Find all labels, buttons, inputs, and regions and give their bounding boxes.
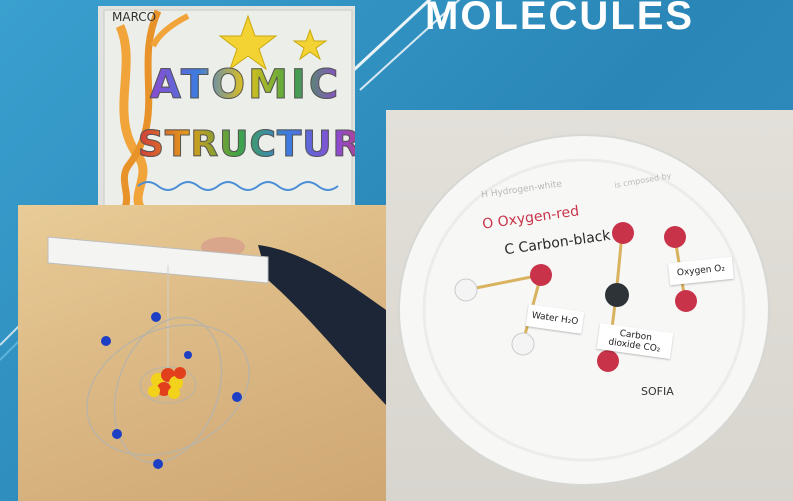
plate-drawing bbox=[398, 134, 770, 486]
carbon-ball bbox=[605, 283, 629, 307]
oxygen-ball bbox=[597, 350, 619, 372]
nucleus-particle bbox=[168, 387, 180, 399]
nucleus-particle bbox=[157, 382, 171, 396]
oxygen-ball bbox=[612, 222, 634, 244]
hydrogen-ball bbox=[454, 278, 478, 302]
notebook-drawing bbox=[98, 6, 355, 211]
star-big-icon bbox=[218, 14, 278, 71]
electron bbox=[101, 336, 111, 346]
slide-title: MOLECULES bbox=[425, 0, 695, 38]
signature: SOFIA bbox=[641, 385, 674, 398]
nucleus-particle bbox=[174, 367, 186, 379]
notebook-cover-photo: MARCO ATOMIC STRUCTURE bbox=[98, 6, 355, 211]
molecule-plate-photo: H Hydrogen-white is cmposed by O Oxygen-… bbox=[386, 110, 793, 501]
nucleus-particle bbox=[148, 385, 160, 397]
electron bbox=[151, 312, 161, 322]
notebook-title-line2: STRUCTURE bbox=[138, 124, 355, 166]
notebook-title-line1: ATOMIC bbox=[149, 62, 342, 109]
electron bbox=[112, 429, 122, 439]
notebook-author: MARCO bbox=[112, 10, 157, 24]
electron bbox=[232, 392, 242, 402]
electron bbox=[153, 459, 163, 469]
atom-model-drawing bbox=[47, 236, 386, 469]
cardboard-strip bbox=[47, 236, 269, 284]
paper-plate bbox=[398, 134, 770, 486]
oxygen-ball bbox=[530, 264, 552, 286]
oxygen-ball bbox=[675, 290, 697, 312]
electron bbox=[184, 351, 192, 359]
nucleus-particle bbox=[169, 376, 183, 390]
oxygen-ball bbox=[664, 226, 686, 248]
hydrogen-ball bbox=[511, 332, 535, 356]
atom-model-photo bbox=[18, 205, 386, 501]
star-small-icon bbox=[292, 28, 328, 61]
